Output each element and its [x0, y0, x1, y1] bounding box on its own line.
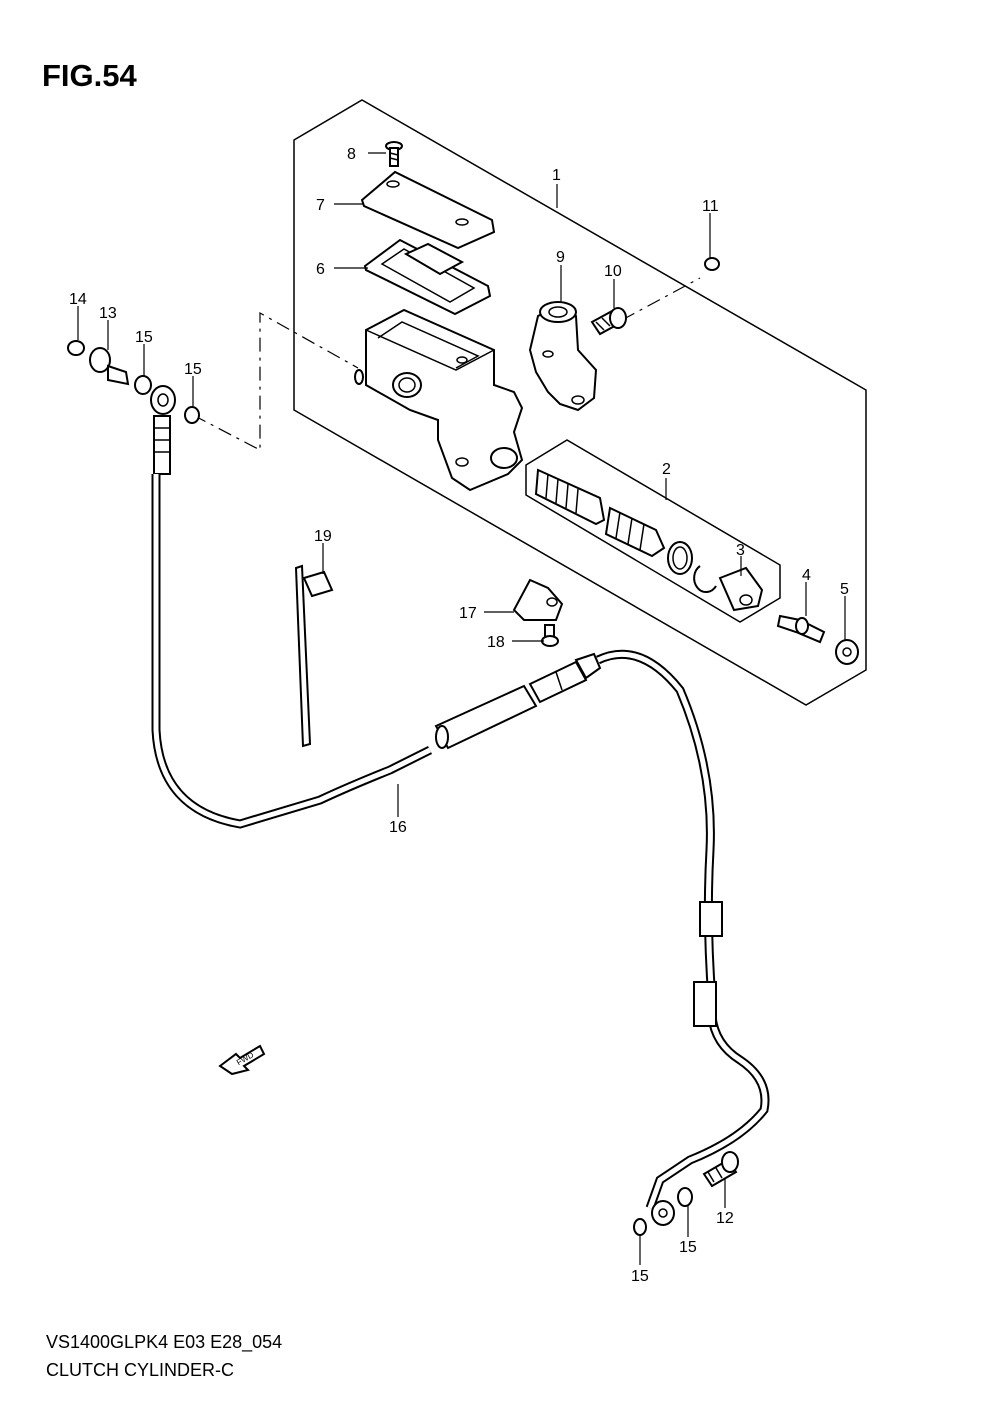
callout-19: 19 — [314, 528, 332, 545]
hose-sleeve-mid — [434, 684, 538, 750]
pipe-grommet-upper — [699, 901, 723, 937]
callout-16: 16 — [389, 819, 407, 836]
piston-kit-box — [525, 439, 781, 623]
callout-15: 15 — [184, 361, 202, 378]
part-4-pushrod — [776, 614, 826, 644]
assembly-line-banjo — [192, 311, 359, 451]
part-15-washer-lower-1 — [677, 1187, 693, 1207]
callout-14: 14 — [69, 291, 87, 308]
callout-15: 15 — [135, 329, 153, 346]
part-13-bleeder — [89, 347, 130, 386]
diagram-caption: CLUTCH CYLINDER-C — [46, 1360, 235, 1380]
callout-10: 10 — [604, 263, 622, 280]
part-8-screw — [385, 141, 403, 167]
part-14-cap — [67, 340, 85, 356]
callout-15: 15 — [679, 1239, 697, 1256]
part-5-locknut — [835, 639, 859, 665]
callout-18: 18 — [487, 634, 505, 651]
part-17-clamp — [512, 578, 564, 621]
master-cylinder-body — [354, 308, 524, 492]
callout-15: 15 — [631, 1268, 649, 1285]
callout-5: 5 — [840, 581, 849, 598]
part-3-dust-boot — [718, 566, 764, 612]
part-16-clutch-hose-inner — [153, 474, 432, 827]
callout-9: 9 — [556, 249, 565, 266]
callout-8: 8 — [347, 146, 356, 163]
pipe-grommet-lower — [693, 981, 717, 1027]
part-7-reservoir-cap — [360, 170, 496, 250]
clutch-pipe — [596, 649, 770, 1210]
callout-1: 1 — [552, 167, 561, 184]
callout-11: 11 — [702, 198, 719, 215]
part-15-washer-upper-2 — [184, 406, 200, 424]
callout-13: 13 — [99, 305, 117, 322]
banjo-fitting-upper — [150, 385, 176, 475]
part-11-nut — [704, 257, 720, 271]
callout-12: 12 — [716, 1210, 734, 1227]
banjo-fitting-lower — [651, 1200, 675, 1226]
callout-3: 3 — [736, 542, 745, 559]
part-19-cable-tie — [294, 564, 334, 748]
figure-title: FIG.54 — [42, 58, 137, 93]
callout-7: 7 — [316, 197, 325, 214]
part-12-union-bolt — [702, 1151, 739, 1188]
part-9-lever-holder — [528, 301, 598, 412]
clutch-pipe-inner — [596, 651, 768, 1209]
leader-lines — [77, 152, 846, 1265]
assembly-line-bolt — [621, 277, 701, 321]
callout-6: 6 — [316, 261, 325, 278]
assembly-boundary-box — [293, 99, 867, 706]
part-15-washer-lower-2 — [633, 1218, 647, 1236]
callout-4: 4 — [802, 567, 811, 584]
callout-17: 17 — [459, 605, 477, 622]
hose-end-fitting — [528, 652, 602, 704]
part-6-diaphragm — [363, 238, 492, 316]
part-10-bolt — [590, 307, 627, 336]
callout-2: 2 — [662, 461, 671, 478]
part-18-bolt — [541, 624, 559, 647]
part-15-washer-upper-1 — [134, 375, 152, 395]
model-code: VS1400GLPK4 E03 E28_054 — [46, 1332, 283, 1352]
fwd-arrow-icon — [218, 1044, 266, 1076]
part-2-piston-kit — [534, 468, 717, 593]
